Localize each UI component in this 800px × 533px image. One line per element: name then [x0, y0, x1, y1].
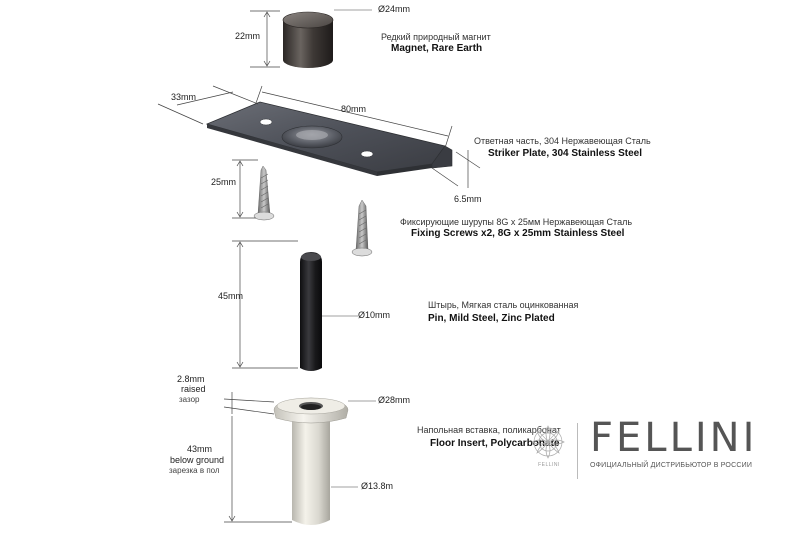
- insert-raised-ru: зазор: [179, 395, 200, 404]
- emblem-text: FELLINI: [538, 462, 560, 468]
- pin-label-ru: Штырь, Мягкая сталь оцинкованная: [428, 300, 579, 310]
- striker-length-dimension: [255, 85, 453, 149]
- magnet-label-en: Magnet, Rare Earth: [391, 43, 483, 54]
- screws-label-en: Fixing Screws x2, 8G x 25mm Stainless St…: [411, 228, 625, 239]
- striker-depth-dimension: [431, 150, 481, 188]
- striker-width-label: 33mm: [171, 92, 197, 102]
- screw-length-label: 25mm: [211, 177, 237, 187]
- insert-body-label: Ø13.8m: [361, 481, 394, 491]
- striker-width-dimension: [157, 85, 259, 125]
- insert-depth-dimension: [224, 416, 292, 523]
- striker-depth-label: 6.5mm: [454, 194, 482, 204]
- screw-length-dimension: [232, 159, 258, 219]
- insert-label-ru: Напольная вставка, поликарбонат: [417, 425, 561, 435]
- screw-left: [253, 165, 275, 221]
- screws-label-ru: Фиксирующие шурупы 8G x 25мм Нержавеющая…: [400, 217, 633, 227]
- magnet-label-ru: Редкий природный магнит: [381, 32, 491, 42]
- pin-diameter-label: Ø10mm: [358, 310, 391, 320]
- pin-label-en: Pin, Mild Steel, Zinc Plated: [428, 313, 555, 324]
- brand-name: FELLINI: [590, 415, 758, 461]
- pin-length-label: 45mm: [218, 291, 244, 301]
- striker-label-en: Striker Plate, 304 Stainless Steel: [488, 148, 642, 159]
- pin-length-dimension: [232, 240, 298, 369]
- pin: [300, 252, 322, 371]
- magnet-height-label: 22mm: [235, 31, 261, 41]
- striker-plate: [205, 101, 453, 176]
- brand-block: FELLINI ОФИЦИАЛЬНЫЙ ДИСТРИБЬЮТОР В РОССИ…: [590, 418, 780, 469]
- magnet-diameter-label: Ø24mm: [378, 4, 411, 14]
- insert-depth-ru: зарезка в пол: [169, 466, 220, 475]
- floor-insert: [273, 397, 349, 525]
- brand-subtitle: ОФИЦИАЛЬНЫЙ ДИСТРИБЬЮТОР В РОССИИ: [590, 462, 753, 469]
- insert-raised-dimension: [223, 392, 275, 415]
- insert-raised-label: 2.8mm: [177, 374, 205, 384]
- magnet: [282, 11, 334, 68]
- insert-depth-label: 43mm: [187, 444, 213, 454]
- brand-divider: [577, 423, 578, 479]
- ornament-emblem-icon: [531, 425, 565, 459]
- magnet-height-dimension: [250, 10, 280, 68]
- insert-raised-en: raised: [181, 384, 206, 394]
- striker-length-label: 80mm: [341, 104, 367, 114]
- insert-flange-label: Ø28mm: [378, 395, 411, 405]
- insert-label-en: Floor Insert, Polycarbonate: [430, 438, 560, 449]
- insert-depth-en: below ground: [170, 455, 225, 465]
- screw-right: [351, 199, 373, 257]
- striker-label-ru: Ответная часть, 304 Нержавеющая Сталь: [474, 136, 651, 146]
